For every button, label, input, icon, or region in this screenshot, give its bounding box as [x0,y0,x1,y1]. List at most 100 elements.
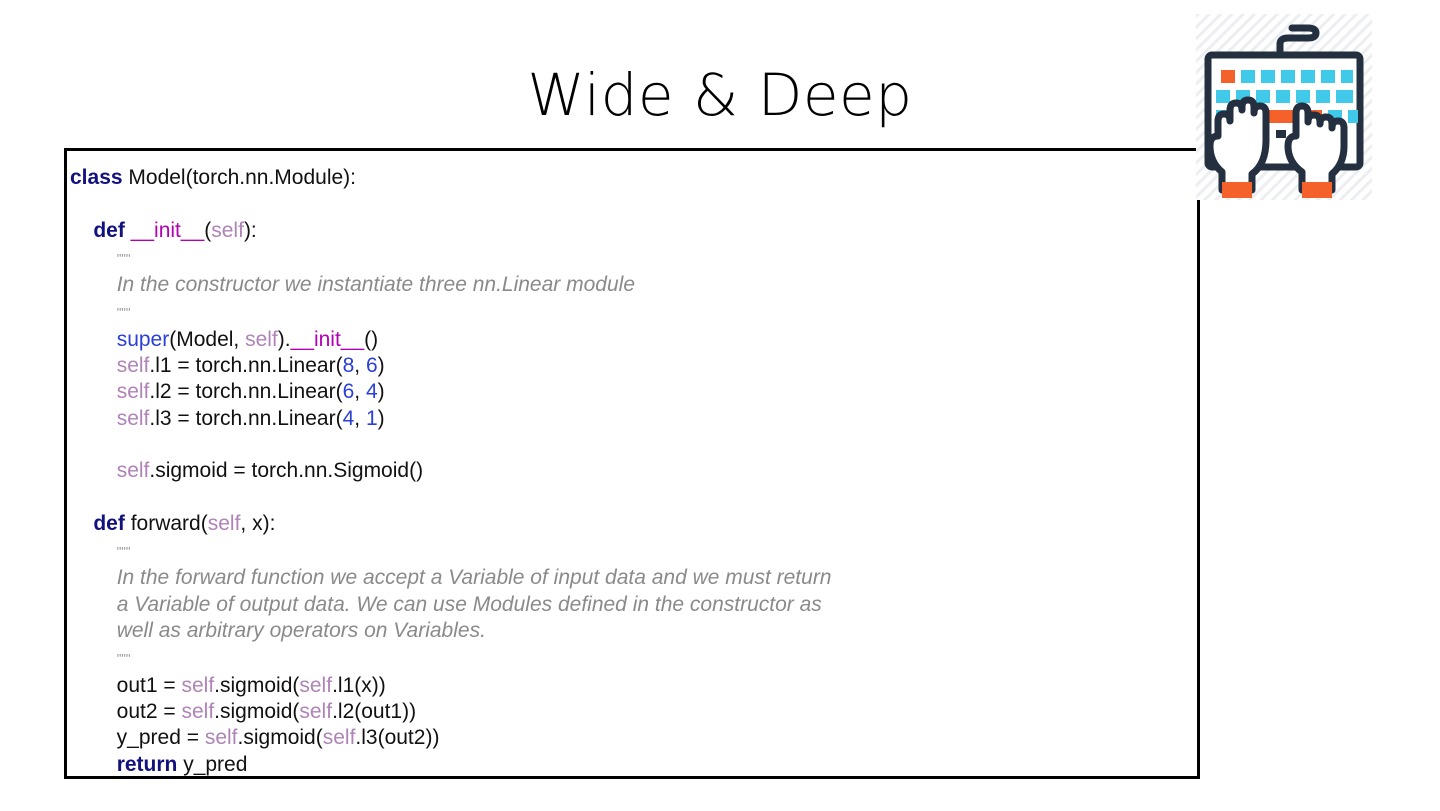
code-token: 8 [342,354,355,378]
code-line: self.l2 = torch.nn.Linear(6, 4) [67,379,1197,405]
code-line: super(Model, self).__init__() [67,327,1197,353]
code-token [70,299,117,322]
code-token: .l3 = torch.nn.Linear( [149,406,343,430]
code-token: self [181,673,215,697]
code-token: out2 = [70,699,182,723]
code-token [70,407,117,430]
code-listing: class Model(torch.nn.Module): def __init… [67,151,1197,776]
code-token: self [116,459,150,483]
code-line: out2 = self.sigmoid(self.l2(out1)) [67,699,1197,725]
code-token: .l2 = torch.nn.Linear( [149,380,343,404]
code-token: .l1(x)) [332,673,386,697]
code-token: return [116,752,184,776]
code-token: self [322,726,356,750]
code-token [70,328,117,351]
code-token: .l1 = torch.nn.Linear( [149,354,343,378]
code-token: ) [377,354,385,378]
code-token [70,273,117,296]
code-token: .sigmoid( [214,673,300,697]
code-token: class [70,166,129,189]
code-token: 6 [342,380,355,404]
code-line: In the forward function we accept a Vari… [67,565,1197,591]
code-line: self.l1 = torch.nn.Linear(8, 6) [67,353,1197,379]
code-line: self.l3 = torch.nn.Linear(4, 1) [67,406,1197,432]
code-token: .sigmoid = torch.nn.Sigmoid() [149,459,424,483]
code-token [70,593,117,616]
code-token: , [354,354,366,378]
code-token [70,512,93,535]
left-hand-cuff [1222,182,1252,198]
code-token: super [116,327,170,351]
code-line: """ [67,644,1197,672]
code-token: self [245,327,278,351]
code-line: a Variable of output data. We can use Mo… [67,592,1197,618]
code-token: well as arbitrary operators on Variables… [116,619,486,643]
code-token: __init__ [130,218,205,242]
code-token [70,645,117,668]
code-line [67,432,1197,458]
code-token: out1 = [70,673,182,697]
code-line: class Model(torch.nn.Module): [67,165,1197,191]
code-token: 1 [365,406,378,430]
typing-hands-keyboard-icon [1196,14,1372,200]
code-token: ( [204,218,212,242]
code-line: out1 = self.sigmoid(self.l1(x)) [67,673,1197,699]
code-token: , [354,406,366,430]
code-token: forward( [130,511,208,535]
code-token [70,566,117,589]
code-token: .l2(out1)) [332,699,417,723]
code-token: In the forward function we accept a Vari… [116,566,832,590]
code-line: def forward(self, x): [67,511,1197,537]
left-hand-icon [1206,96,1270,198]
code-token: self [299,699,333,723]
code-token: """ [116,544,131,560]
code-token: ) [377,406,385,430]
code-token: self [204,726,238,750]
right-hand-icon [1284,102,1348,198]
code-token: self [116,406,150,430]
code-line: def __init__(self): [67,218,1197,244]
code-token: ). [277,327,291,351]
code-token [70,380,117,403]
keyboard-keys-row-1 [1221,70,1353,83]
code-token: , [354,380,366,404]
code-line: In the constructor we instantiate three … [67,272,1197,298]
code-token [70,354,117,377]
code-token: """ [116,250,131,266]
code-token: self [116,354,150,378]
code-token: In the constructor we instantiate three … [116,273,635,297]
code-token: """ [116,651,131,667]
code-token: (Model, [169,327,246,351]
code-token [70,219,93,242]
code-token: , x): [240,511,276,535]
code-line: well as arbitrary operators on Variables… [67,618,1197,644]
code-token: 6 [365,354,378,378]
code-token: self [207,511,241,535]
code-token: y_pred [183,752,248,776]
code-token: self [211,218,244,242]
code-line: return y_pred [67,752,1197,776]
code-token: a Variable of output data. We can use Mo… [116,592,822,616]
code-token: y_pred = [70,726,205,750]
code-token: .sigmoid( [237,726,323,750]
right-hand-cuff [1302,182,1332,198]
code-token: """ [116,305,131,321]
code-token: .sigmoid( [214,699,300,723]
code-token: def [93,218,131,242]
code-token: 4 [342,406,355,430]
code-block-container: class Model(torch.nn.Module): def __init… [64,148,1200,779]
code-token: Model(torch.nn.Module): [128,166,356,189]
code-token: self [181,699,215,723]
code-token: 4 [365,380,378,404]
page-title: Wide & Deep [527,61,913,129]
code-line: y_pred = self.sigmoid(self.l3(out2)) [67,725,1197,751]
keyboard-cable-icon [1276,24,1320,60]
code-token: ) [377,380,385,404]
code-token: () [364,327,379,351]
code-token: __init__ [290,327,365,351]
code-token: ): [243,218,257,242]
code-line: """ [67,244,1197,272]
code-token: def [93,511,131,535]
code-token [70,245,117,268]
code-line: """ [67,298,1197,326]
